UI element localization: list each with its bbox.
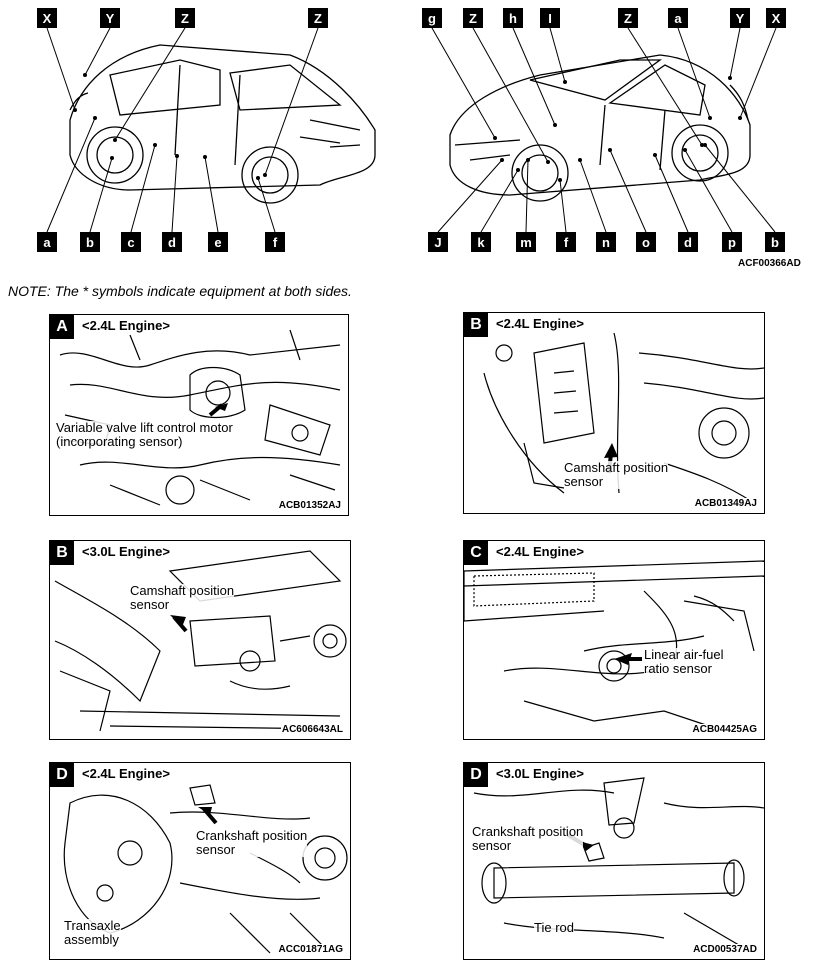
engine-drawing [59, 329, 341, 506]
panel-b-24l: B <2.4L Engine> Camshaft position sensor… [463, 312, 765, 514]
panel-title: <2.4L Engine> [80, 766, 172, 781]
callout-label: Y [730, 8, 750, 28]
panel-title: <3.0L Engine> [80, 544, 172, 559]
component-caption: Camshaft position sensor [564, 460, 669, 489]
callout-label: Z [463, 8, 483, 28]
right-leader-lines [431, 27, 777, 233]
figure-code: ACB04425AG [691, 724, 758, 735]
panel-a-24l: A <2.4L Engine> Variable valve lift cont… [49, 314, 349, 516]
engine-drawing [54, 550, 347, 732]
panel-title: <2.4L Engine> [494, 544, 586, 559]
tie-rod-caption: Tie rod [534, 920, 574, 935]
transaxle-caption: Transaxle assembly [64, 918, 121, 947]
panel-c-24l: C <2.4L Engine> Linear air-fuel ratio se… [463, 540, 765, 740]
callout-label: e [208, 232, 228, 252]
callout-label: k [471, 232, 491, 252]
figure-code: ACB01349AJ [693, 498, 758, 509]
panel-d-30l: D <3.0L Engine> Crankshaft position sens… [463, 762, 765, 960]
component-caption: Variable valve lift control motor (incor… [56, 420, 233, 449]
callout-label: X [37, 8, 57, 28]
car-front-view-drawing [449, 54, 751, 202]
component-caption: Crankshaft position sensor [196, 828, 308, 857]
callout-label: o [636, 232, 656, 252]
panel-tag: C [464, 541, 488, 565]
panel-b-30l: B <3.0L Engine> Camshaft position sensor… [49, 540, 351, 740]
component-caption: Crankshaft position sensor [472, 824, 584, 853]
callout-label: Z [308, 8, 328, 28]
callout-label: d [162, 232, 182, 252]
panel-title: <3.0L Engine> [494, 766, 586, 781]
callout-label: a [37, 232, 57, 252]
callout-label: a [668, 8, 688, 28]
callout-label: Z [175, 8, 195, 28]
panel-title: <2.4L Engine> [80, 318, 172, 333]
callout-label: c [121, 232, 141, 252]
callout-label: b [765, 232, 785, 252]
panel-d-24l: D <2.4L Engine> Crankshaft position sens… [49, 762, 351, 960]
callout-label: m [516, 232, 536, 252]
component-caption: Linear air-fuel ratio sensor [644, 647, 724, 676]
figure-code: ACB01352AJ [277, 500, 342, 511]
callout-label: J [428, 232, 448, 252]
figure-code: AC606643AL [280, 724, 344, 735]
callout-label: b [80, 232, 100, 252]
callout-label: h [503, 8, 523, 28]
panel-tag: B [50, 541, 74, 565]
callout-label: f [265, 232, 285, 252]
engine-drawing [473, 777, 764, 949]
panel-title: <2.4L Engine> [494, 316, 586, 331]
figure-code: ACD00537AD [692, 944, 758, 955]
note-text: NOTE: The * symbols indicate equipment a… [8, 283, 352, 299]
panel-tag: D [50, 763, 74, 787]
panel-tag: D [464, 763, 488, 787]
callout-label: p [722, 232, 742, 252]
callout-label: I [540, 8, 560, 28]
callout-label: n [596, 232, 616, 252]
component-caption: Camshaft position sensor [130, 583, 235, 612]
callout-label: Z [618, 8, 638, 28]
figure-code: ACC01871AG [277, 944, 344, 955]
engine-drawing [464, 560, 764, 732]
callout-label: d [678, 232, 698, 252]
callout-label: g [422, 8, 442, 28]
callout-label: Y [100, 8, 120, 28]
panel-tag: B [464, 313, 488, 337]
callout-label: X [766, 8, 786, 28]
left-leader-lines [46, 27, 319, 233]
car-rear-view-drawing [69, 44, 376, 204]
callout-label: f [556, 232, 576, 252]
panel-tag: A [50, 315, 74, 339]
overview-figure-code: ACF00366AD [738, 258, 801, 269]
